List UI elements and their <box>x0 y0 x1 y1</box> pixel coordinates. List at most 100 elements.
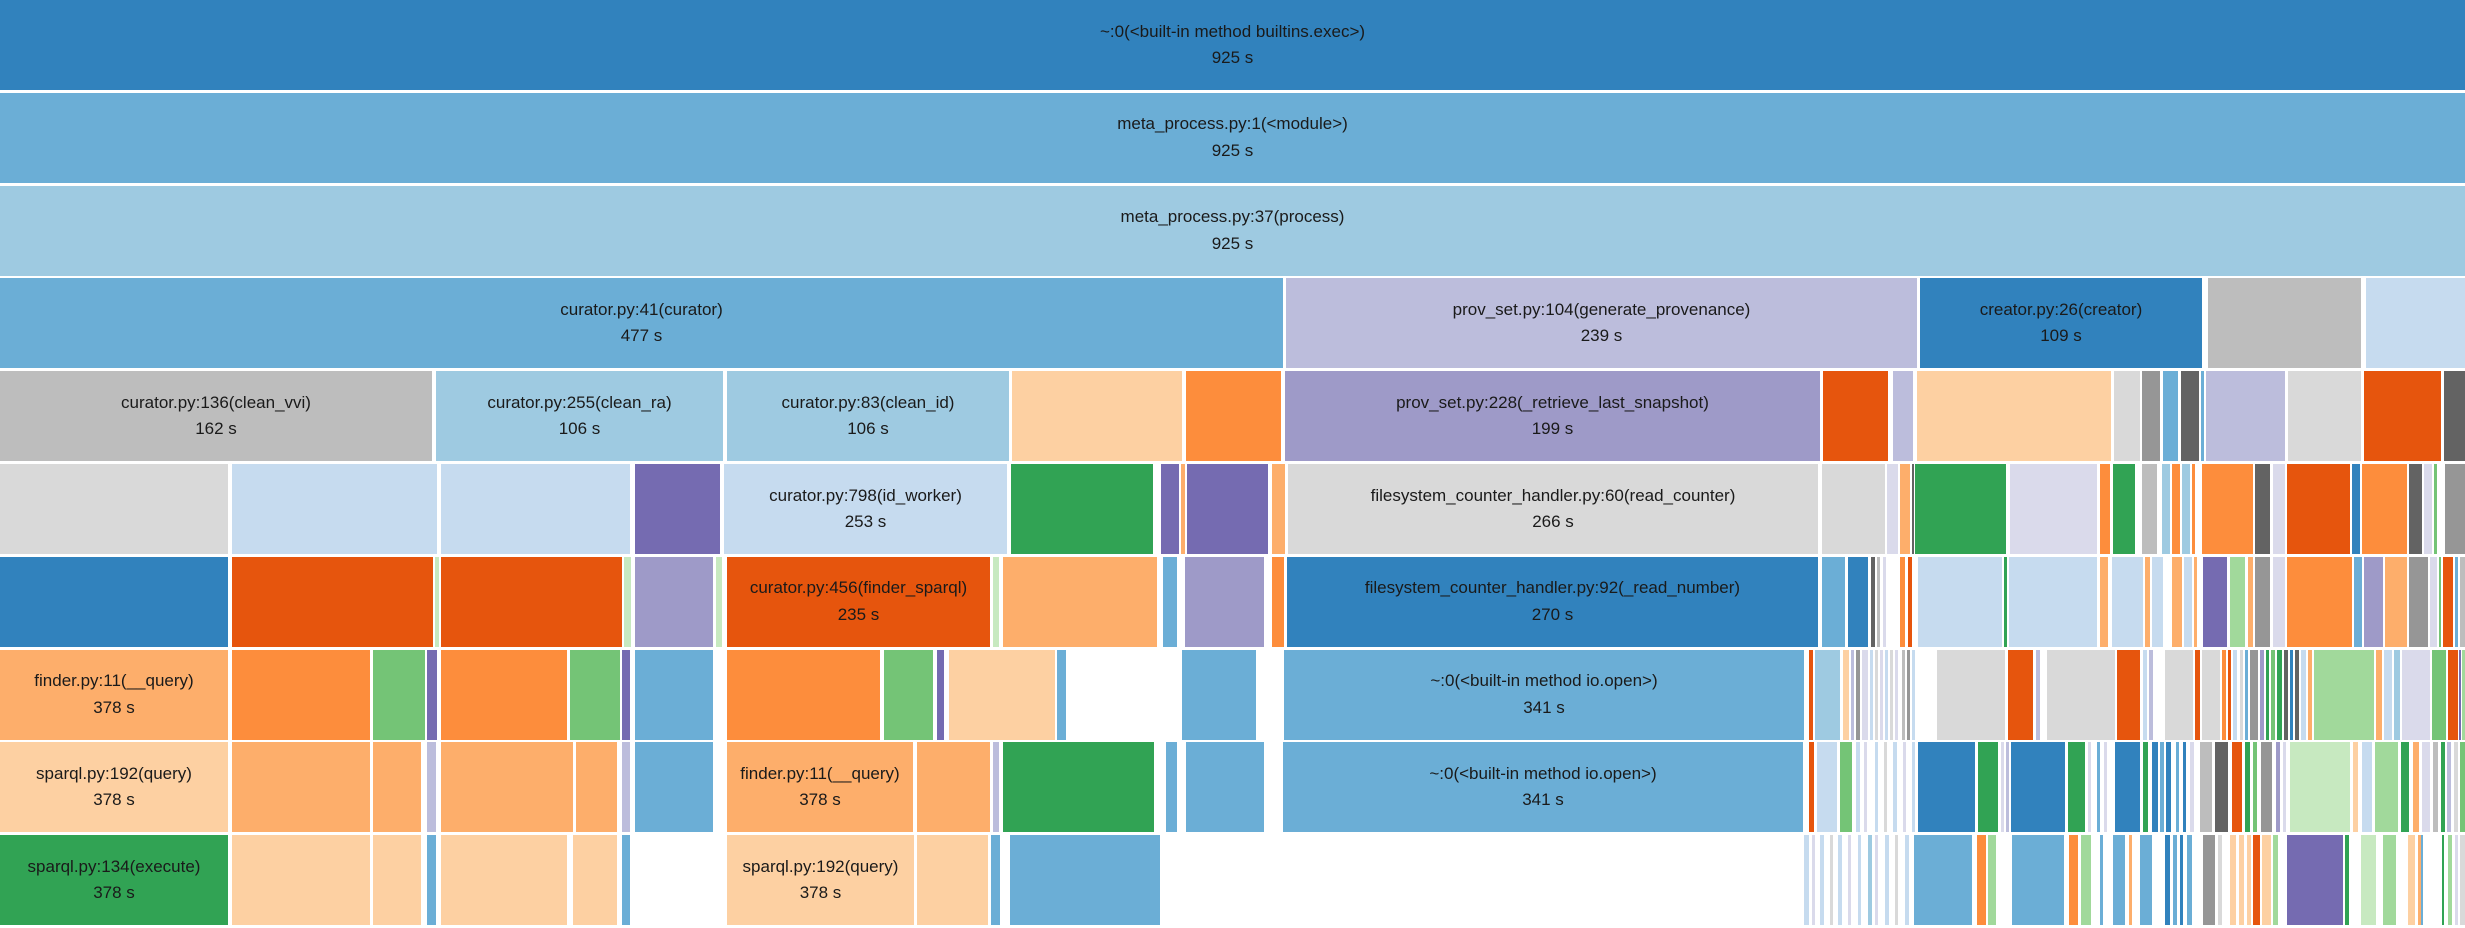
flame-block[interactable] <box>2112 556 2143 647</box>
flame-block[interactable] <box>2248 556 2253 647</box>
flame-block[interactable] <box>427 742 436 833</box>
flame-block[interactable] <box>1908 556 1912 647</box>
flame-block[interactable] <box>2442 835 2444 926</box>
flame-block[interactable] <box>2314 649 2374 740</box>
flame-block[interactable] <box>1809 742 1814 833</box>
flame-block[interactable] <box>2140 835 2152 926</box>
flame-block[interactable] <box>1977 835 1986 926</box>
flame-block[interactable] <box>622 742 630 833</box>
flame-block[interactable] <box>1875 649 1878 740</box>
flame-block[interactable] <box>373 835 421 926</box>
flame-block[interactable] <box>2187 835 2192 926</box>
flame-block[interactable] <box>2172 464 2180 554</box>
flame-block[interactable] <box>1166 742 1177 833</box>
flame-block[interactable] <box>2172 556 2182 647</box>
flame-block[interactable] <box>2068 742 2085 833</box>
flame-block[interactable] <box>2152 556 2163 647</box>
flame-block[interactable] <box>2253 835 2260 926</box>
flame-block[interactable] <box>2104 742 2107 833</box>
flame-block[interactable] <box>1186 742 1264 833</box>
flame-block[interactable] <box>2366 278 2465 369</box>
flame-block[interactable] <box>2385 556 2407 647</box>
flame-block[interactable] <box>232 464 437 554</box>
flame-block[interactable] <box>1900 556 1905 647</box>
flame-block[interactable] <box>2273 835 2278 926</box>
flame-block[interactable] <box>1822 556 1845 647</box>
flame-block[interactable] <box>2271 649 2275 740</box>
flame-block[interactable] <box>635 649 713 740</box>
flame-block[interactable] <box>2424 464 2432 554</box>
flame-frame-block[interactable]: curator.py:83(clean_id)106 s <box>727 371 1009 462</box>
flame-block[interactable] <box>1161 464 1179 554</box>
flame-block[interactable] <box>2182 464 2190 554</box>
flame-block[interactable] <box>441 556 622 647</box>
flame-block[interactable] <box>635 556 713 647</box>
flame-block[interactable] <box>2255 464 2270 554</box>
flame-block[interactable] <box>2202 649 2220 740</box>
flame-block[interactable] <box>1978 742 1998 833</box>
flame-block[interactable] <box>2114 371 2140 462</box>
flame-block[interactable] <box>2454 742 2458 833</box>
flame-block[interactable] <box>2203 835 2215 926</box>
flame-block[interactable] <box>2184 556 2192 647</box>
flame-block[interactable] <box>2165 649 2193 740</box>
flame-block[interactable] <box>2287 464 2350 554</box>
flame-block[interactable] <box>1862 649 1868 740</box>
flame-block[interactable] <box>1893 371 1913 462</box>
flame-block[interactable] <box>622 835 630 926</box>
flame-block[interactable] <box>1003 556 1157 647</box>
flame-block[interactable] <box>441 649 567 740</box>
flame-block[interactable] <box>2166 742 2171 833</box>
flame-block[interactable] <box>1856 742 1860 833</box>
flame-block[interactable] <box>2266 649 2269 740</box>
flame-block[interactable] <box>232 835 370 926</box>
flame-frame-block[interactable]: meta_process.py:37(process)925 s <box>0 185 2465 276</box>
flame-block[interactable] <box>1877 556 1880 647</box>
flame-block[interactable] <box>2165 835 2170 926</box>
flame-block[interactable] <box>2433 742 2438 833</box>
flame-block[interactable] <box>2262 835 2271 926</box>
flame-block[interactable] <box>576 742 617 833</box>
flame-block[interactable] <box>1900 464 1910 554</box>
flame-block[interactable] <box>1838 835 1842 926</box>
flame-block[interactable] <box>1815 649 1840 740</box>
flame-block[interactable] <box>2384 649 2392 740</box>
flame-block[interactable] <box>2376 649 2382 740</box>
flame-block[interactable] <box>0 464 228 554</box>
flame-block[interactable] <box>2162 464 2170 554</box>
flame-block[interactable] <box>2295 649 2299 740</box>
flame-block[interactable] <box>2290 649 2293 740</box>
flame-block[interactable] <box>2228 649 2231 740</box>
flame-frame-block[interactable]: curator.py:456(finder_sparql)235 s <box>727 556 990 647</box>
flame-block[interactable] <box>2308 649 2312 740</box>
flame-block[interactable] <box>2260 649 2264 740</box>
flame-frame-block[interactable]: filesystem_counter_handler.py:92(_read_n… <box>1287 556 1818 647</box>
flame-block[interactable] <box>2194 556 2197 647</box>
flame-block[interactable] <box>1905 835 1909 926</box>
flame-block[interactable] <box>1804 835 1809 926</box>
flame-block[interactable] <box>1912 464 1914 554</box>
flame-block[interactable] <box>1057 649 1066 740</box>
flame-frame-block[interactable]: curator.py:41(curator)477 s <box>0 278 1283 369</box>
flame-block[interactable] <box>1812 835 1815 926</box>
flame-block[interactable] <box>1858 835 1861 926</box>
flame-block[interactable] <box>2455 835 2458 926</box>
flame-block[interactable] <box>1883 556 1886 647</box>
flame-block[interactable] <box>1186 371 1281 462</box>
flame-block[interactable] <box>937 649 944 740</box>
flame-block[interactable] <box>2364 556 2383 647</box>
flame-block[interactable] <box>2097 742 2100 833</box>
flame-block[interactable] <box>2455 556 2458 647</box>
flame-block[interactable] <box>2010 464 2097 554</box>
flame-frame-block[interactable]: meta_process.py:1(<module>)925 s <box>0 92 2465 183</box>
flame-block[interactable] <box>1907 649 1910 740</box>
flame-block[interactable] <box>1912 649 1915 740</box>
flame-block[interactable] <box>2394 649 2400 740</box>
flame-block[interactable] <box>232 649 370 740</box>
flame-frame-block[interactable]: creator.py:26(creator)109 s <box>1920 278 2202 369</box>
flame-block[interactable] <box>2160 742 2164 833</box>
flame-block[interactable] <box>2117 649 2140 740</box>
flame-block[interactable] <box>2361 835 2376 926</box>
flame-block[interactable] <box>1840 742 1852 833</box>
flame-block[interactable] <box>2352 464 2360 554</box>
